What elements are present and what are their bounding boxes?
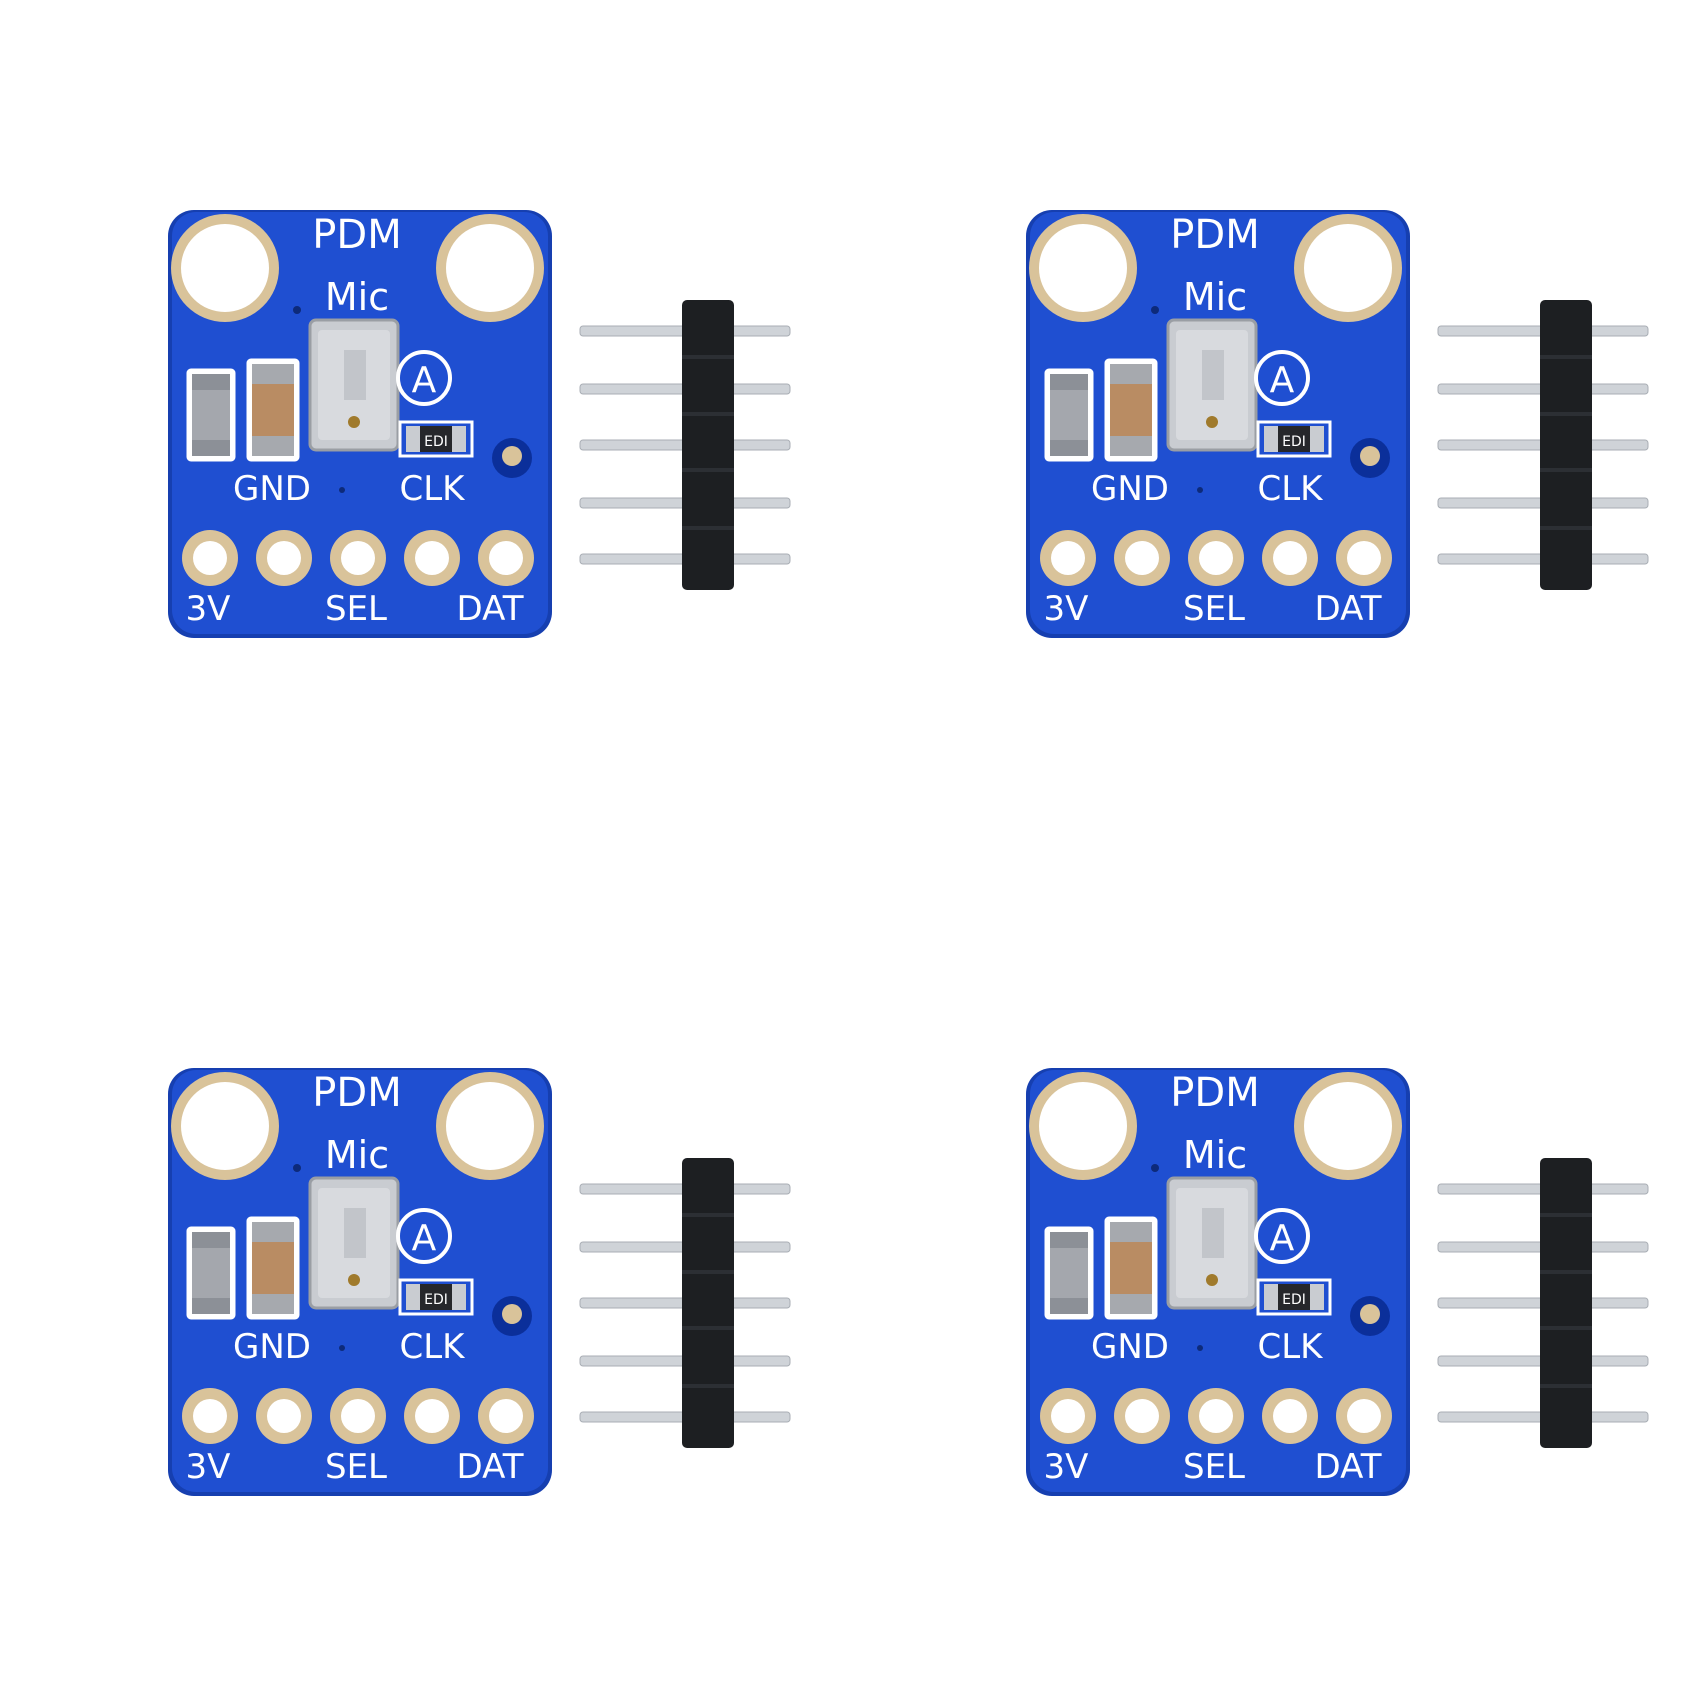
capacitor-left [1044, 368, 1094, 462]
silk-subtitle: Mic [1183, 1133, 1247, 1177]
mounting-hole-right [436, 1072, 544, 1180]
silk-sel: SEL [1183, 589, 1245, 629]
board-unit-1: PDM Mic A [160, 200, 800, 670]
resistor: EDI [398, 420, 474, 458]
silk-3v: 3V [1044, 589, 1089, 629]
board-graphic: PDM Mic A [1026, 210, 1649, 638]
mounting-hole-left [1029, 1072, 1137, 1180]
svg-text:EDI: EDI [1282, 1292, 1306, 1308]
pin-header [579, 1158, 791, 1448]
pin-header [1437, 1158, 1649, 1448]
silk-clk: CLK [1258, 1327, 1325, 1367]
mounting-hole-right [436, 214, 544, 322]
silk-gnd: GND [1091, 469, 1169, 509]
via [1197, 1345, 1203, 1351]
capacitor-left [186, 1226, 236, 1320]
svg-text:A: A [1270, 1218, 1295, 1259]
pin-header [1437, 300, 1649, 590]
mounting-hole-left [171, 214, 279, 322]
pin-pad-row [182, 1388, 534, 1444]
via [1151, 306, 1159, 314]
silk-title: PDM [312, 212, 401, 258]
via [1197, 487, 1203, 493]
silk-clk: CLK [1258, 469, 1325, 509]
board-graphic: PDM Mic A [168, 1068, 791, 1496]
capacitor-right [1104, 1216, 1158, 1320]
capacitor-right [246, 358, 300, 462]
board-unit-3: PDM Mic A [160, 1058, 800, 1528]
silk-dat: DAT [1315, 1447, 1382, 1487]
test-pad [502, 1304, 522, 1324]
resistor: EDI [398, 1278, 474, 1316]
pin-pad-row [182, 530, 534, 586]
silk-clk: CLK [400, 1327, 467, 1367]
capacitor-left [1044, 1226, 1094, 1320]
silk-gnd: GND [233, 469, 311, 509]
test-pad [502, 446, 522, 466]
mems-microphone [1166, 1176, 1258, 1310]
pin-header [579, 300, 791, 590]
mounting-hole-left [1029, 214, 1137, 322]
silk-clk: CLK [400, 469, 467, 509]
mems-microphone [308, 1176, 400, 1310]
silk-sel: SEL [325, 1447, 387, 1487]
capacitor-right [246, 1216, 300, 1320]
mounting-hole-right [1294, 214, 1402, 322]
resistor: EDI [1256, 420, 1332, 458]
silk-3v: 3V [1044, 1447, 1089, 1487]
pin-pad-row [1040, 530, 1392, 586]
via [1151, 1164, 1159, 1172]
svg-text:EDI: EDI [424, 434, 448, 450]
board-unit-2: PDM Mic A [1018, 200, 1658, 670]
capacitor-left [186, 368, 236, 462]
silk-3v: 3V [186, 1447, 231, 1487]
via [339, 487, 345, 493]
board-graphic: PDM Mic A [168, 210, 791, 638]
silk-subtitle: Mic [325, 275, 389, 319]
svg-text:A: A [412, 1218, 437, 1259]
silk-gnd: GND [1091, 1327, 1169, 1367]
svg-text:A: A [1270, 360, 1295, 401]
svg-text:A: A [412, 360, 437, 401]
mems-microphone [1166, 318, 1258, 452]
board-unit-4: PDM Mic A [1018, 1058, 1658, 1528]
silk-dat: DAT [457, 589, 524, 629]
via [293, 306, 301, 314]
mounting-hole-left [171, 1072, 279, 1180]
mounting-hole-right [1294, 1072, 1402, 1180]
test-pad [1360, 446, 1380, 466]
silk-title: PDM [1170, 1070, 1259, 1116]
svg-text:EDI: EDI [424, 1292, 448, 1308]
adafruit-logo-icon: A [396, 1208, 452, 1264]
silk-title: PDM [312, 1070, 401, 1116]
silk-dat: DAT [457, 1447, 524, 1487]
svg-text:EDI: EDI [1282, 434, 1306, 450]
board-graphic: PDM Mic A [1026, 1068, 1649, 1496]
silk-dat: DAT [1315, 589, 1382, 629]
silk-subtitle: Mic [325, 1133, 389, 1177]
via [293, 1164, 301, 1172]
mems-microphone [308, 318, 400, 452]
adafruit-logo-icon: A [396, 350, 452, 406]
silk-title: PDM [1170, 212, 1259, 258]
resistor: EDI [1256, 1278, 1332, 1316]
via [339, 1345, 345, 1351]
pin-pad-row [1040, 1388, 1392, 1444]
adafruit-logo-icon: A [1254, 350, 1310, 406]
adafruit-logo-icon: A [1254, 1208, 1310, 1264]
capacitor-right [1104, 358, 1158, 462]
silk-3v: 3V [186, 589, 231, 629]
silk-gnd: GND [233, 1327, 311, 1367]
silk-subtitle: Mic [1183, 275, 1247, 319]
test-pad [1360, 1304, 1380, 1324]
silk-sel: SEL [1183, 1447, 1245, 1487]
silk-sel: SEL [325, 589, 387, 629]
